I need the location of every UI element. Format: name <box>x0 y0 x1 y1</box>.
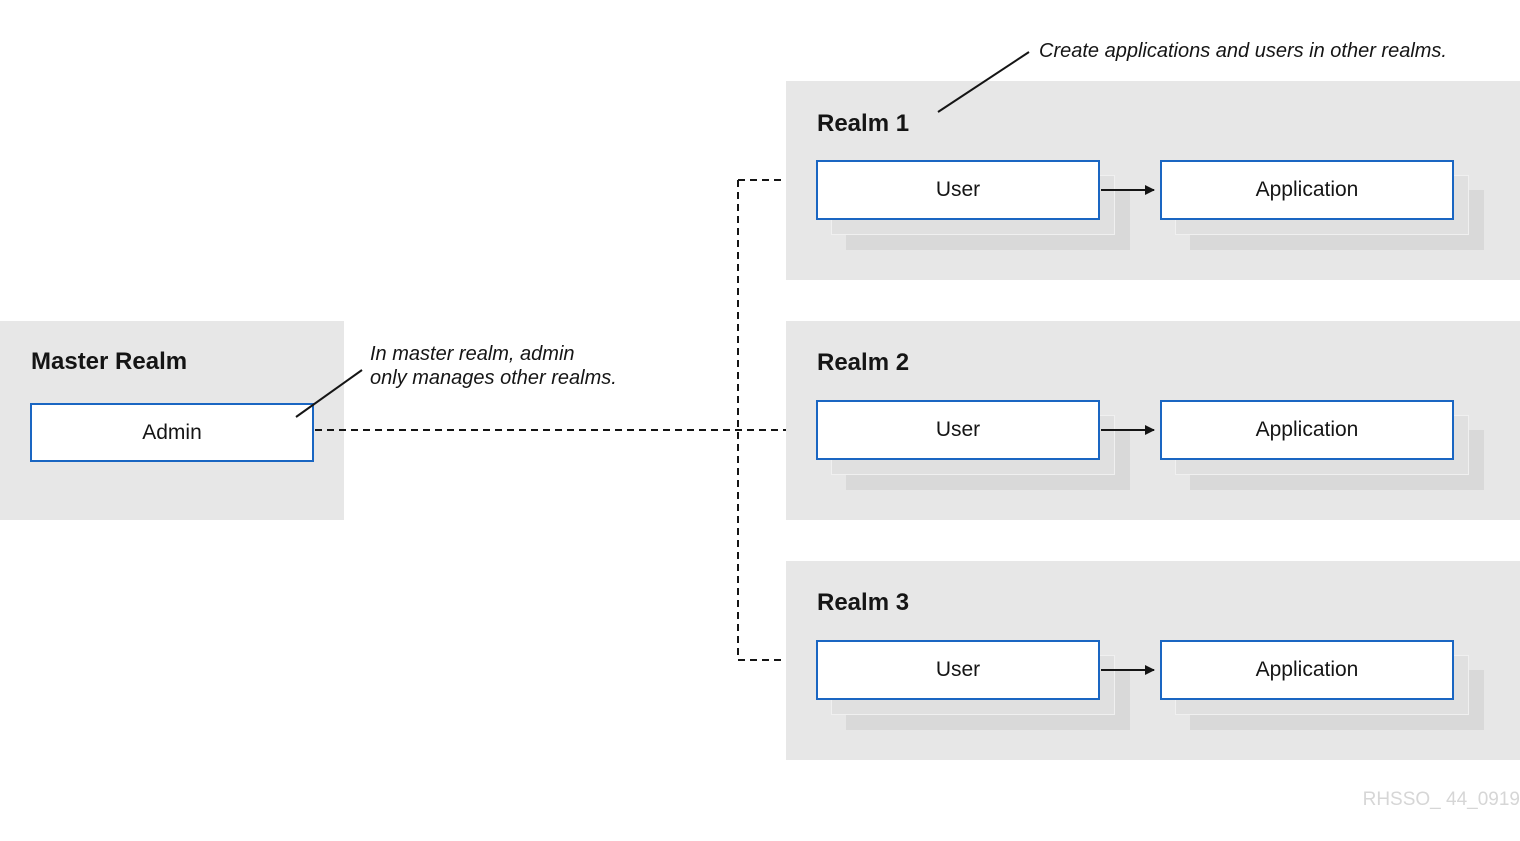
realm-1-panel: Realm 1 User Application <box>786 81 1520 280</box>
realm-3-title: Realm 3 <box>817 589 910 616</box>
master-realm-callout-line-1: In master realm, admin <box>370 343 575 365</box>
realm-2-application-stack: Application <box>1160 400 1486 491</box>
realm-3-application-node: Application <box>1160 640 1454 700</box>
realm-1-user-stack: User <box>816 160 1131 251</box>
realm-1-user-node: User <box>816 160 1100 220</box>
realm-1-application-stack: Application <box>1160 160 1486 251</box>
master-realm-callout: In master realm, admin only manages othe… <box>370 342 617 390</box>
master-realm-title: Master Realm <box>31 348 188 375</box>
top-callout: Create applications and users in other r… <box>1039 40 1447 62</box>
realm-3-panel: Realm 3 User Application <box>786 561 1520 760</box>
realm-2-user-node: User <box>816 400 1100 460</box>
realm-3-application-stack: Application <box>1160 640 1486 731</box>
realm-2-panel: Realm 2 User Application <box>786 321 1520 520</box>
realm-2-user-stack: User <box>816 400 1131 491</box>
master-realm-panel: Master Realm Admin <box>0 321 344 520</box>
realm-3-user-node: User <box>816 640 1100 700</box>
admin-node: Admin <box>30 403 314 462</box>
realm-2-application-node: Application <box>1160 400 1454 460</box>
realm-1-title: Realm 1 <box>817 110 910 137</box>
admin-to-realms-connector <box>315 179 786 661</box>
figure-id-watermark: RHSSO_ 44_0919 <box>1362 789 1520 810</box>
master-realm-callout-line-2: only manages other realms. <box>370 367 617 389</box>
realm-1-application-node: Application <box>1160 160 1454 220</box>
realm-2-title: Realm 2 <box>817 349 910 376</box>
realm-3-user-stack: User <box>816 640 1131 731</box>
